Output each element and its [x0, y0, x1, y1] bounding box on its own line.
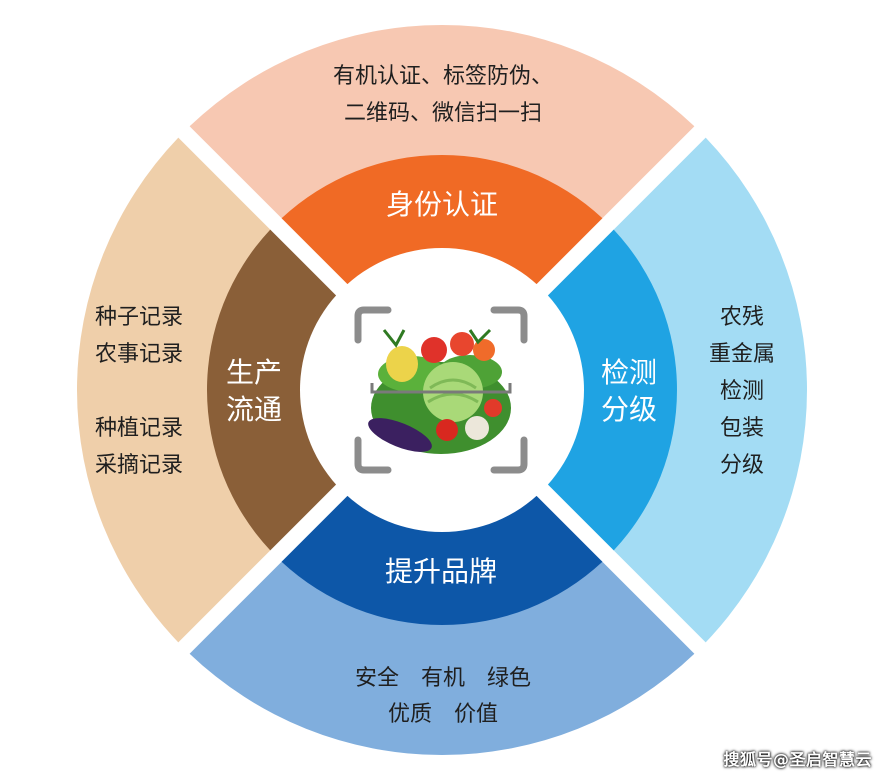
right-detail-4: 包装 [720, 416, 764, 441]
inner-segment-right [546, 229, 678, 551]
watermark: 搜狐号@圣启智慧云 [723, 750, 872, 769]
left-detail-3: 种植记录 [95, 416, 183, 441]
outer-segment-top [189, 24, 695, 220]
outer-segment-bottom [189, 560, 695, 755]
scan-frame-icon [354, 306, 528, 474]
top-detail-line-2: 二维码、微信扫一扫 [344, 101, 542, 126]
inner-segment-left [207, 229, 338, 551]
top-segment-title: 身份认证 [386, 188, 498, 221]
top-detail-line-1: 有机认证、标签防伪、 [333, 64, 553, 89]
outer-segment-left [76, 137, 272, 643]
right-detail-2: 重金属 [709, 342, 775, 367]
bottom-detail-line-1: 安全 有机 绿色 [355, 666, 531, 691]
left-segment-title-line-1: 生产 [226, 356, 282, 389]
right-segment-title-line-1: 检测 [601, 356, 657, 389]
left-detail-4: 采摘记录 [95, 453, 183, 478]
right-detail-3: 检测 [720, 379, 764, 404]
right-segment-title-line-2: 分级 [601, 393, 657, 426]
left-detail-2: 农事记录 [95, 342, 183, 367]
right-detail-5: 分级 [720, 453, 764, 478]
vegetable-basket-icon [368, 328, 512, 454]
left-segment-title-line-2: 流通 [226, 393, 282, 426]
left-detail-1: 种子记录 [95, 305, 183, 330]
inner-segment-top [281, 154, 603, 286]
bottom-segment-title: 提升品牌 [385, 555, 497, 588]
inner-segment-bottom [281, 494, 603, 626]
outer-segment-right [612, 137, 808, 643]
bottom-detail-line-2: 优质 价值 [388, 702, 498, 727]
right-detail-1: 农残 [720, 305, 764, 330]
